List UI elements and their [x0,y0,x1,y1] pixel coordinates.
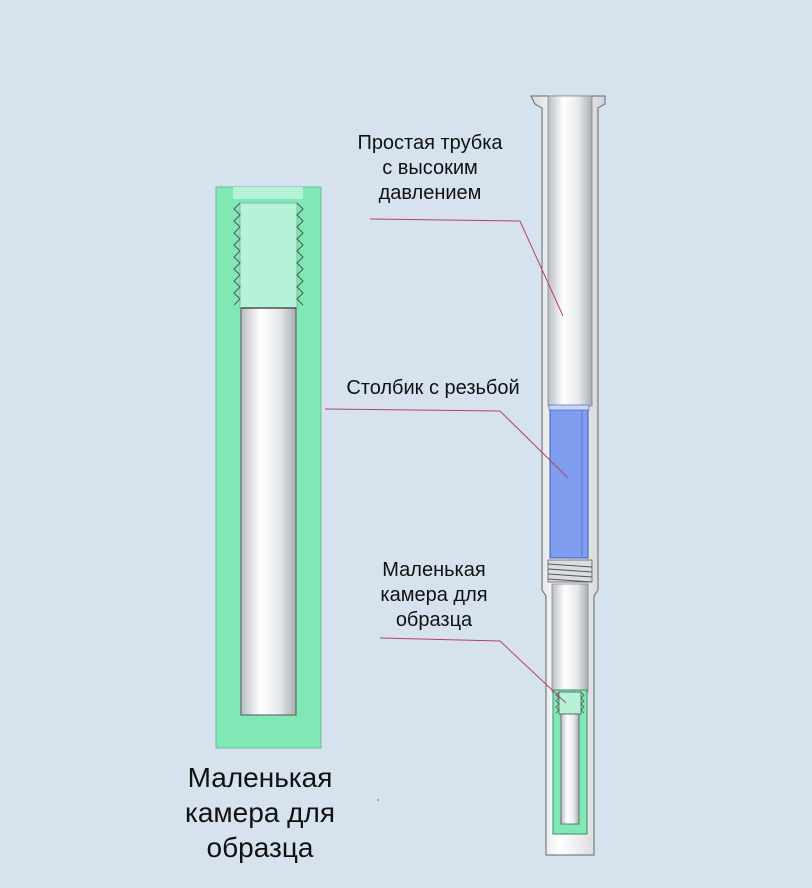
label-line: камера для [184,797,336,828]
label-line: Маленькая [187,762,333,793]
label-line: образца [206,832,314,863]
leader-tube [369,218,564,317]
leader-post [324,408,569,479]
label-line: Маленькая [382,559,486,581]
label-high-pressure-tube: Простая трубка с высоким давлением [330,131,530,206]
chamber-bore [240,307,297,716]
high-pressure-tube-assembly [530,95,606,856]
label-enlarged-chamber: Маленькая камера для образца [160,760,360,865]
label-small-chamber: Маленькая камера для образца [348,558,520,633]
leader-chamber [379,637,567,704]
chamber-top-opening [233,187,303,199]
label-line: Столбик с резьбой [346,377,520,399]
chamber-thread-right [296,202,304,306]
chamber-thread-left [233,202,241,306]
label-line: камера для [380,584,488,606]
label-line: с высоким [382,157,478,179]
tube-inner-bore [547,95,593,407]
label-threaded-post: Столбик с резьбой [318,376,548,401]
label-line: Простая трубка [357,132,503,154]
label-line: образца [395,609,473,631]
leader-lines [324,218,569,704]
label-line: давлением [378,182,482,204]
chamber-threaded-socket [239,202,298,309]
enlarged-sample-chamber [215,186,322,749]
post-threads [547,559,593,583]
tube-lower-bore [551,583,589,693]
